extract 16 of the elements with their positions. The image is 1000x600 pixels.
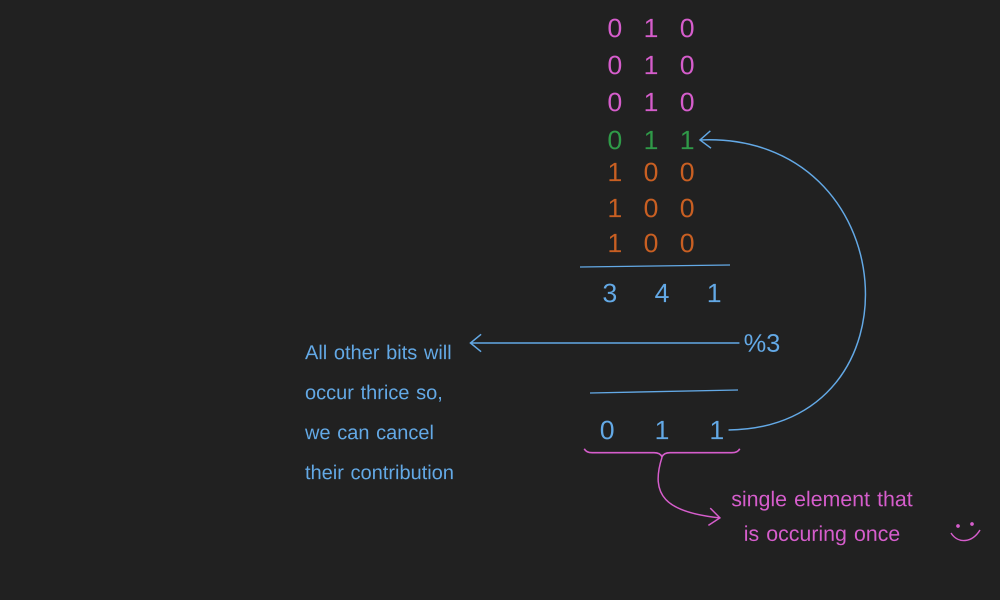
brace <box>584 448 740 458</box>
digit-row: 0 1 1 <box>608 130 694 150</box>
sum-row: 3 4 1 <box>603 284 720 302</box>
result-row: 0 1 1 <box>600 420 723 440</box>
digit-row: 1 0 0 <box>609 162 694 182</box>
note-text: single element that is occuring once <box>732 490 913 546</box>
digit-row: 0 1 0 <box>608 18 694 38</box>
digit-row: 0 1 0 <box>608 56 694 74</box>
arrow <box>658 457 722 526</box>
note-text: All other bits will occur thrice so, we can cancel their contribution <box>304 344 453 480</box>
digit-row: 1 0 0 <box>609 198 694 218</box>
digit-row: 1 0 0 <box>609 234 694 252</box>
arrow <box>469 334 740 352</box>
digit-row: 0 1 0 <box>608 92 694 112</box>
modulo-text: %3 <box>744 334 780 352</box>
arrow <box>698 130 866 431</box>
